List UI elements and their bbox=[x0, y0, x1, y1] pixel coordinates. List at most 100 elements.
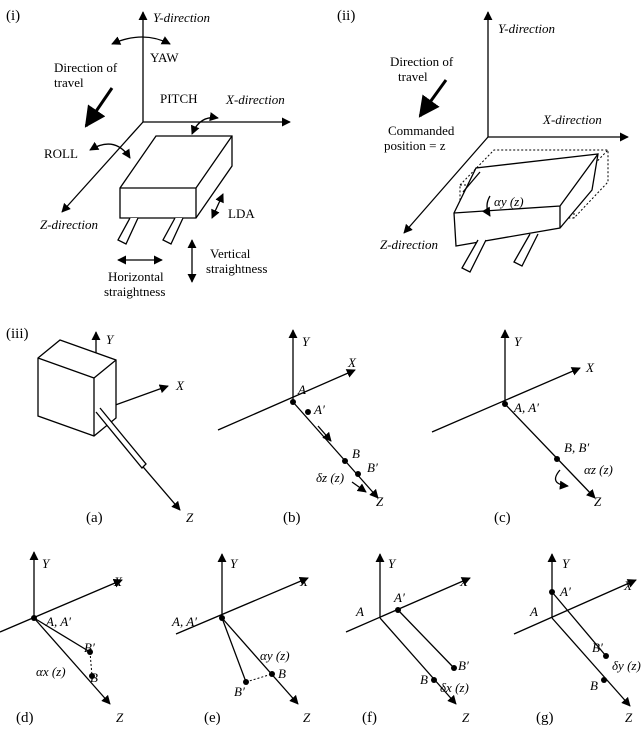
point-a-prime bbox=[395, 607, 401, 613]
travel-label-2: travel bbox=[398, 69, 428, 84]
point-b-prime bbox=[355, 471, 361, 477]
point-a bbox=[219, 615, 225, 621]
panel-iii-label: (iii) bbox=[6, 326, 29, 342]
x-label: X bbox=[299, 574, 309, 589]
pitch-arrow bbox=[190, 112, 219, 135]
rod-right bbox=[162, 217, 184, 245]
subfigure-d: Y X Z A, A′ B′ B αx (z) (d) bbox=[0, 551, 124, 726]
label-point-b-prime: B′ bbox=[367, 460, 378, 475]
label-point-a: A bbox=[297, 382, 306, 397]
point-a bbox=[290, 399, 296, 405]
z-label: Z bbox=[625, 710, 633, 725]
label-point-a-prime: A′ bbox=[313, 402, 325, 417]
z-label: Z bbox=[462, 710, 470, 725]
label-point-b: B bbox=[90, 670, 98, 685]
delta-y-label: δy (z) bbox=[612, 658, 641, 673]
label-point-b-prime: B′ bbox=[458, 658, 469, 673]
y-label: Y bbox=[388, 556, 397, 571]
label-e: (e) bbox=[204, 710, 221, 726]
alpha-z-arrow bbox=[554, 469, 569, 490]
point-a bbox=[31, 615, 37, 621]
z-label: Z bbox=[303, 710, 311, 725]
label-a: (a) bbox=[86, 510, 103, 526]
rotated-carriage-block bbox=[453, 153, 599, 247]
label-c: (c) bbox=[494, 510, 511, 526]
y-direction-label: Y-direction bbox=[153, 10, 210, 25]
carriage-block bbox=[119, 135, 233, 219]
panel-ii: (ii) Y-direction Direction of travel X-d… bbox=[337, 8, 629, 273]
subfigure-e: Y X Z A, A′ B′ B αy (z) (e) bbox=[171, 553, 311, 726]
label-point-b-prime: B′ bbox=[84, 640, 95, 655]
label-g: (g) bbox=[536, 710, 554, 726]
subfigure-a: Y X Z (a) bbox=[37, 331, 194, 526]
point-b bbox=[269, 671, 275, 677]
z-label: Z bbox=[186, 510, 194, 525]
label-point-b: B bbox=[590, 678, 598, 693]
travel-label-1: Direction of bbox=[54, 60, 118, 75]
x-direction-label: X-direction bbox=[225, 92, 285, 107]
label-point-a-prime: A′ bbox=[393, 590, 405, 605]
x-label: X bbox=[459, 574, 469, 589]
point-a-prime bbox=[305, 409, 311, 415]
point-b-prime bbox=[243, 679, 249, 685]
label-point-a-a-prime: A, A′ bbox=[513, 400, 539, 415]
alpha-y-label: αy (z) bbox=[260, 648, 290, 663]
horizontal-label-2: straightness bbox=[104, 284, 165, 299]
rod-left bbox=[461, 239, 487, 273]
panel-i: (i) Y-direction YAW Direction of travel … bbox=[6, 8, 291, 299]
z-direction-label: Z-direction bbox=[40, 217, 98, 232]
point-b bbox=[342, 458, 348, 464]
yaw-arrow bbox=[111, 36, 171, 45]
x-label: X bbox=[585, 360, 595, 375]
delta-x-label: δx (z) bbox=[440, 680, 469, 695]
panel-iii: (iii) Y X Z (a) Y X Z A A′ B bbox=[0, 326, 641, 726]
subfigure-b: Y X Z A A′ B B′ δz (z) (b) bbox=[217, 329, 384, 526]
point-b-prime bbox=[451, 665, 457, 671]
yaw-label: YAW bbox=[150, 50, 179, 65]
x-label: X bbox=[113, 574, 123, 589]
label-d: (d) bbox=[16, 710, 34, 726]
travel-label-2: travel bbox=[54, 75, 84, 90]
alpha-label: αy (z) bbox=[494, 194, 524, 209]
label-point-b: B bbox=[352, 446, 360, 461]
travel-label-1: Direction of bbox=[390, 54, 454, 69]
z-label: Z bbox=[376, 494, 384, 509]
z-label: Z bbox=[116, 710, 124, 725]
label-point-a-a-prime: A, A′ bbox=[171, 614, 197, 629]
x-direction-label: X-direction bbox=[542, 112, 602, 127]
alpha-arrow bbox=[481, 195, 491, 217]
x-label: X bbox=[175, 378, 185, 393]
z-axis bbox=[61, 121, 144, 213]
panel-ii-label: (ii) bbox=[337, 8, 355, 24]
alpha-x-label: αx (z) bbox=[36, 664, 66, 679]
z-axis bbox=[403, 136, 489, 234]
point-a-prime bbox=[549, 589, 555, 595]
panel-i-label: (i) bbox=[6, 8, 20, 24]
point-b-prime bbox=[87, 649, 93, 655]
label-point-b: B bbox=[278, 666, 286, 681]
label-point-b-prime: B′ bbox=[234, 684, 245, 699]
label-point-b-prime: B′ bbox=[592, 640, 603, 655]
point-b bbox=[601, 677, 607, 683]
commanded-label-2: position = z bbox=[384, 138, 446, 153]
commanded-label-1: Commanded bbox=[388, 123, 455, 138]
point-b bbox=[89, 673, 95, 679]
z-label: Z bbox=[594, 494, 602, 509]
roll-label: ROLL bbox=[44, 146, 78, 161]
rod-right bbox=[513, 233, 539, 267]
horizontal-label-1: Horizontal bbox=[108, 269, 164, 284]
label-point-a-a-prime: A, A′ bbox=[45, 614, 71, 629]
x-label: X bbox=[347, 355, 357, 370]
label-point-a-prime: A′ bbox=[559, 584, 571, 599]
label-point-a: A bbox=[355, 604, 364, 619]
label-point-b: B bbox=[420, 672, 428, 687]
probe-rod bbox=[95, 407, 147, 469]
vertical-label-2: straightness bbox=[206, 261, 267, 276]
label-point-a: A bbox=[529, 604, 538, 619]
y-label: Y bbox=[514, 334, 523, 349]
travel-arrow bbox=[418, 79, 448, 118]
point-a bbox=[502, 401, 508, 407]
label-b: (b) bbox=[283, 510, 301, 526]
label-point-b-b-prime: B, B′ bbox=[564, 440, 589, 455]
